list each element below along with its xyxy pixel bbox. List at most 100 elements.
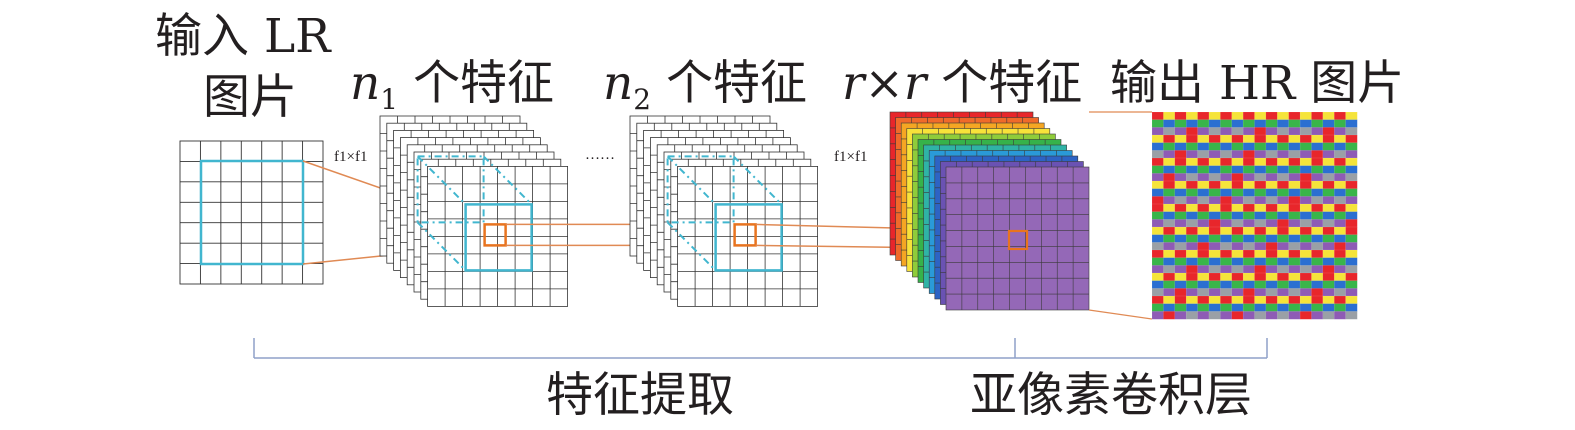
- hr-pixel: [1288, 303, 1301, 312]
- hr-pixel: [1174, 196, 1187, 205]
- hr-pixel: [1242, 111, 1255, 121]
- hr-pixel: [1311, 242, 1324, 251]
- hr-pixel: [1288, 196, 1301, 205]
- hr-pixel: [1174, 303, 1187, 312]
- hr-pixel: [1345, 111, 1358, 121]
- hr-pixel: [1174, 288, 1187, 297]
- hr-pixel: [1345, 165, 1358, 174]
- hr-pixel: [1254, 188, 1267, 197]
- hr-pixel: [1288, 150, 1301, 159]
- hr-pixel: [1277, 242, 1290, 251]
- hr-pixel: [1220, 142, 1233, 151]
- hr-pixel: [1197, 157, 1210, 167]
- hr-pixel: [1185, 234, 1199, 243]
- hr-pixel: [1345, 127, 1358, 136]
- hr-pixel: [1208, 219, 1221, 228]
- channel-map: [945, 166, 1090, 311]
- hr-pixel: [1197, 249, 1210, 259]
- hr-pixel: [1265, 303, 1278, 312]
- hr-pixel: [1254, 165, 1267, 174]
- hr-pixel: [1322, 188, 1335, 197]
- hr-pixel: [1345, 226, 1358, 236]
- hr-pixel: [1345, 219, 1358, 228]
- hr-pixel: [1185, 180, 1199, 190]
- hr-pixel: [1311, 188, 1324, 197]
- hr-pixel: [1254, 311, 1267, 320]
- output-hr-label: 输出 HR 图片: [1110, 56, 1405, 111]
- hr-pixel: [1254, 288, 1267, 297]
- hr-pixel: [1185, 272, 1199, 282]
- hr-pixel: [1231, 119, 1244, 128]
- hr-pixel: [1254, 280, 1267, 289]
- hr-pixel: [1265, 127, 1278, 136]
- hr-pixel: [1185, 165, 1199, 174]
- hr-pixel: [1265, 165, 1278, 174]
- hr-pixel: [1242, 303, 1255, 312]
- hr-pixel: [1197, 119, 1210, 128]
- n1-center-patch: [483, 223, 507, 247]
- hr-pixel: [1288, 280, 1301, 289]
- hr-pixel: [1151, 127, 1164, 136]
- hr-pixel: [1151, 203, 1164, 213]
- hr-pixel: [1174, 272, 1187, 282]
- hr-pixel: [1299, 311, 1312, 320]
- hr-pixel: [1254, 257, 1267, 266]
- hr-pixel: [1265, 295, 1278, 305]
- hr-pixel: [1345, 280, 1358, 289]
- hr-pixel: [1299, 134, 1312, 144]
- hr-pixel: [1220, 219, 1233, 228]
- hr-pixel: [1311, 203, 1324, 213]
- hr-pixel: [1220, 249, 1233, 259]
- hr-pixel: [1242, 119, 1255, 128]
- hr-pixel: [1242, 242, 1255, 251]
- n2-rf-diag-1: [666, 155, 717, 206]
- hr-pixel: [1208, 142, 1221, 151]
- channel-map-frame: [945, 166, 1090, 311]
- hr-pixel: [1242, 219, 1255, 228]
- hr-pixel: [1322, 219, 1335, 228]
- hr-pixel: [1311, 295, 1324, 305]
- hr-pixel: [1220, 203, 1233, 213]
- hr-pixel: [1288, 249, 1301, 259]
- hr-pixel: [1197, 272, 1210, 282]
- hr-pixel: [1322, 288, 1335, 297]
- hr-pixel: [1311, 157, 1324, 167]
- hr-pixel: [1185, 249, 1199, 259]
- hr-pixel: [1208, 265, 1221, 274]
- hr-pixel: [1174, 134, 1187, 144]
- hr-pixel: [1197, 288, 1210, 297]
- hr-pixel: [1197, 226, 1210, 236]
- hr-pixel: [1231, 219, 1244, 228]
- hr-pixel: [1163, 173, 1176, 182]
- n2-rf-dashed: [666, 155, 735, 224]
- hr-pixel: [1299, 265, 1312, 274]
- hr-pixel: [1299, 119, 1312, 128]
- hr-pixel: [1197, 188, 1210, 197]
- hr-pixel: [1288, 119, 1301, 128]
- hr-pixel: [1197, 242, 1210, 251]
- hr-pixel: [1345, 288, 1358, 297]
- ellipsis: ……: [585, 147, 615, 163]
- hr-pixel: [1208, 119, 1221, 128]
- hr-pixel: [1185, 311, 1199, 320]
- hr-pixel: [1242, 295, 1255, 305]
- hr-pixel: [1334, 211, 1347, 220]
- hr-pixel: [1163, 203, 1176, 213]
- hr-pixel: [1288, 142, 1301, 151]
- hr-pixel: [1208, 249, 1221, 259]
- rr-suffix: 个特征: [941, 56, 1083, 111]
- hr-pixel: [1231, 265, 1244, 274]
- hr-pixel: [1242, 249, 1255, 259]
- hr-pixel: [1197, 280, 1210, 289]
- hr-pixel: [1208, 242, 1221, 251]
- hr-pixel: [1299, 165, 1312, 174]
- hr-pixel: [1288, 157, 1301, 167]
- hr-pixel: [1231, 173, 1244, 182]
- hr-pixel: [1299, 280, 1312, 289]
- hr-pixel: [1299, 180, 1312, 190]
- hr-pixel: [1242, 134, 1255, 144]
- hr-pixel: [1277, 303, 1290, 312]
- hr-pixel: [1174, 265, 1187, 274]
- hr-pixel: [1334, 188, 1347, 197]
- hr-pixel: [1299, 211, 1312, 220]
